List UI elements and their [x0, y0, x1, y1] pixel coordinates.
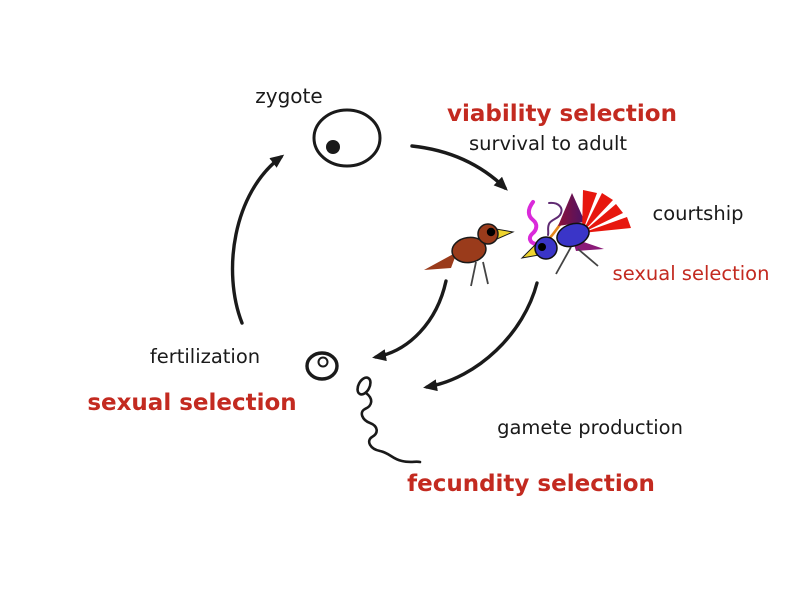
egg-cell-icon	[305, 351, 339, 381]
arrow-fertilization-to-zygote-icon	[230, 154, 285, 325]
display-plume-magenta	[526, 200, 539, 246]
fan-blade	[582, 193, 613, 233]
display-bird-body	[556, 222, 590, 248]
brown-bird-body	[451, 236, 487, 264]
display-bird-leg	[577, 248, 599, 267]
label-courtship: courtship	[653, 202, 744, 225]
label-survival-to-adult: survival to adult	[469, 132, 627, 155]
label-gamete-production: gamete production	[497, 416, 683, 439]
plain-brown-bird-icon	[424, 223, 515, 287]
label-zygote: zygote	[255, 84, 322, 108]
sperm-head	[356, 376, 372, 396]
display-plume-purple	[547, 201, 563, 236]
brown-bird-eye	[486, 227, 496, 237]
fan-blade	[582, 204, 623, 233]
sperm-cell-icon	[356, 376, 422, 464]
label-fecundity-selection: fecundity selection	[407, 471, 655, 497]
zygote-membrane	[312, 108, 382, 168]
arrow-adult-to-egg-icon	[372, 279, 448, 362]
label-viability-selection: viability selection	[447, 101, 677, 127]
egg-nucleus	[317, 356, 329, 368]
display-bird-eye	[538, 243, 546, 251]
ornamented-display-bird-icon	[520, 190, 631, 275]
brown-bird-tail	[424, 252, 457, 270]
brown-bird-leg	[470, 261, 477, 287]
brown-bird-leg	[482, 261, 489, 285]
zygote-nucleus	[326, 140, 340, 154]
arrow-zygote-to-adult-icon	[410, 144, 508, 191]
zygote-cell-icon	[312, 108, 382, 168]
fan-blade	[582, 190, 597, 233]
sperm-tail	[360, 391, 422, 464]
display-crest	[558, 193, 585, 226]
arrow-adult-to-sperm-icon	[423, 281, 539, 392]
display-bird-leg	[555, 246, 572, 275]
display-bird-head	[534, 236, 558, 260]
display-tail-fan	[582, 190, 631, 233]
label-sexual-selection-left: sexual selection	[87, 390, 296, 416]
label-sexual-selection-right: sexual selection	[613, 262, 770, 285]
label-fertilization: fertilization	[150, 345, 260, 368]
cycle-arrows	[230, 144, 539, 392]
fan-blade	[582, 217, 631, 233]
